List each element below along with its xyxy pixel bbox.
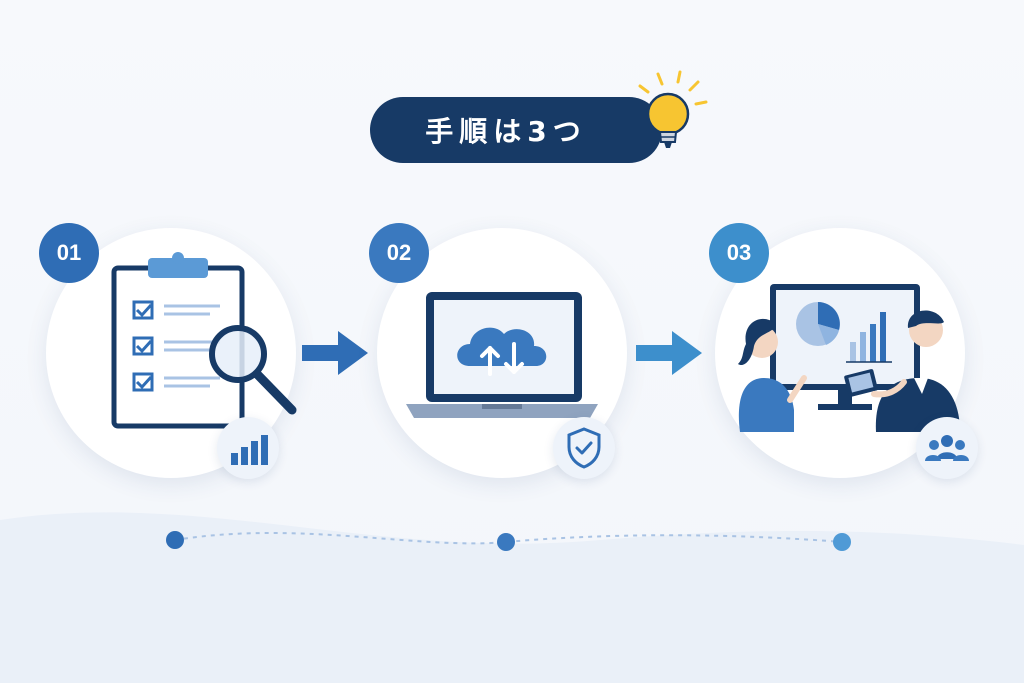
step-2-mini-badge <box>553 417 615 479</box>
step-2-number: 02 <box>386 240 412 265</box>
timeline-dot-1 <box>166 531 184 549</box>
title-text: 手順は3つ <box>425 115 587 148</box>
team-icon <box>925 435 969 461</box>
title-banner: 手順は3つ <box>370 97 662 163</box>
step-1-number-badge: 01 <box>39 223 99 283</box>
arrow-right-icon <box>302 331 368 375</box>
lightbulb-icon <box>638 70 708 148</box>
shield-check-icon <box>567 427 601 469</box>
step-3-mini-badge <box>916 417 978 479</box>
step-1-mini-badge <box>217 417 279 479</box>
background-wave <box>0 512 1024 683</box>
step-3-number-badge: 03 <box>709 223 769 283</box>
arrow-right-icon <box>636 331 702 375</box>
step-1-number: 01 <box>56 240 82 265</box>
timeline <box>166 531 851 551</box>
step-2-number-badge: 02 <box>369 223 429 283</box>
bar-chart-icon <box>231 435 268 465</box>
presentation-meeting-icon <box>738 284 960 432</box>
step-3-number: 03 <box>726 240 752 265</box>
laptop-cloud-icon <box>406 292 598 418</box>
timeline-dot-3 <box>833 533 851 551</box>
clipboard-search-icon <box>111 252 297 429</box>
timeline-dot-2 <box>497 533 515 551</box>
